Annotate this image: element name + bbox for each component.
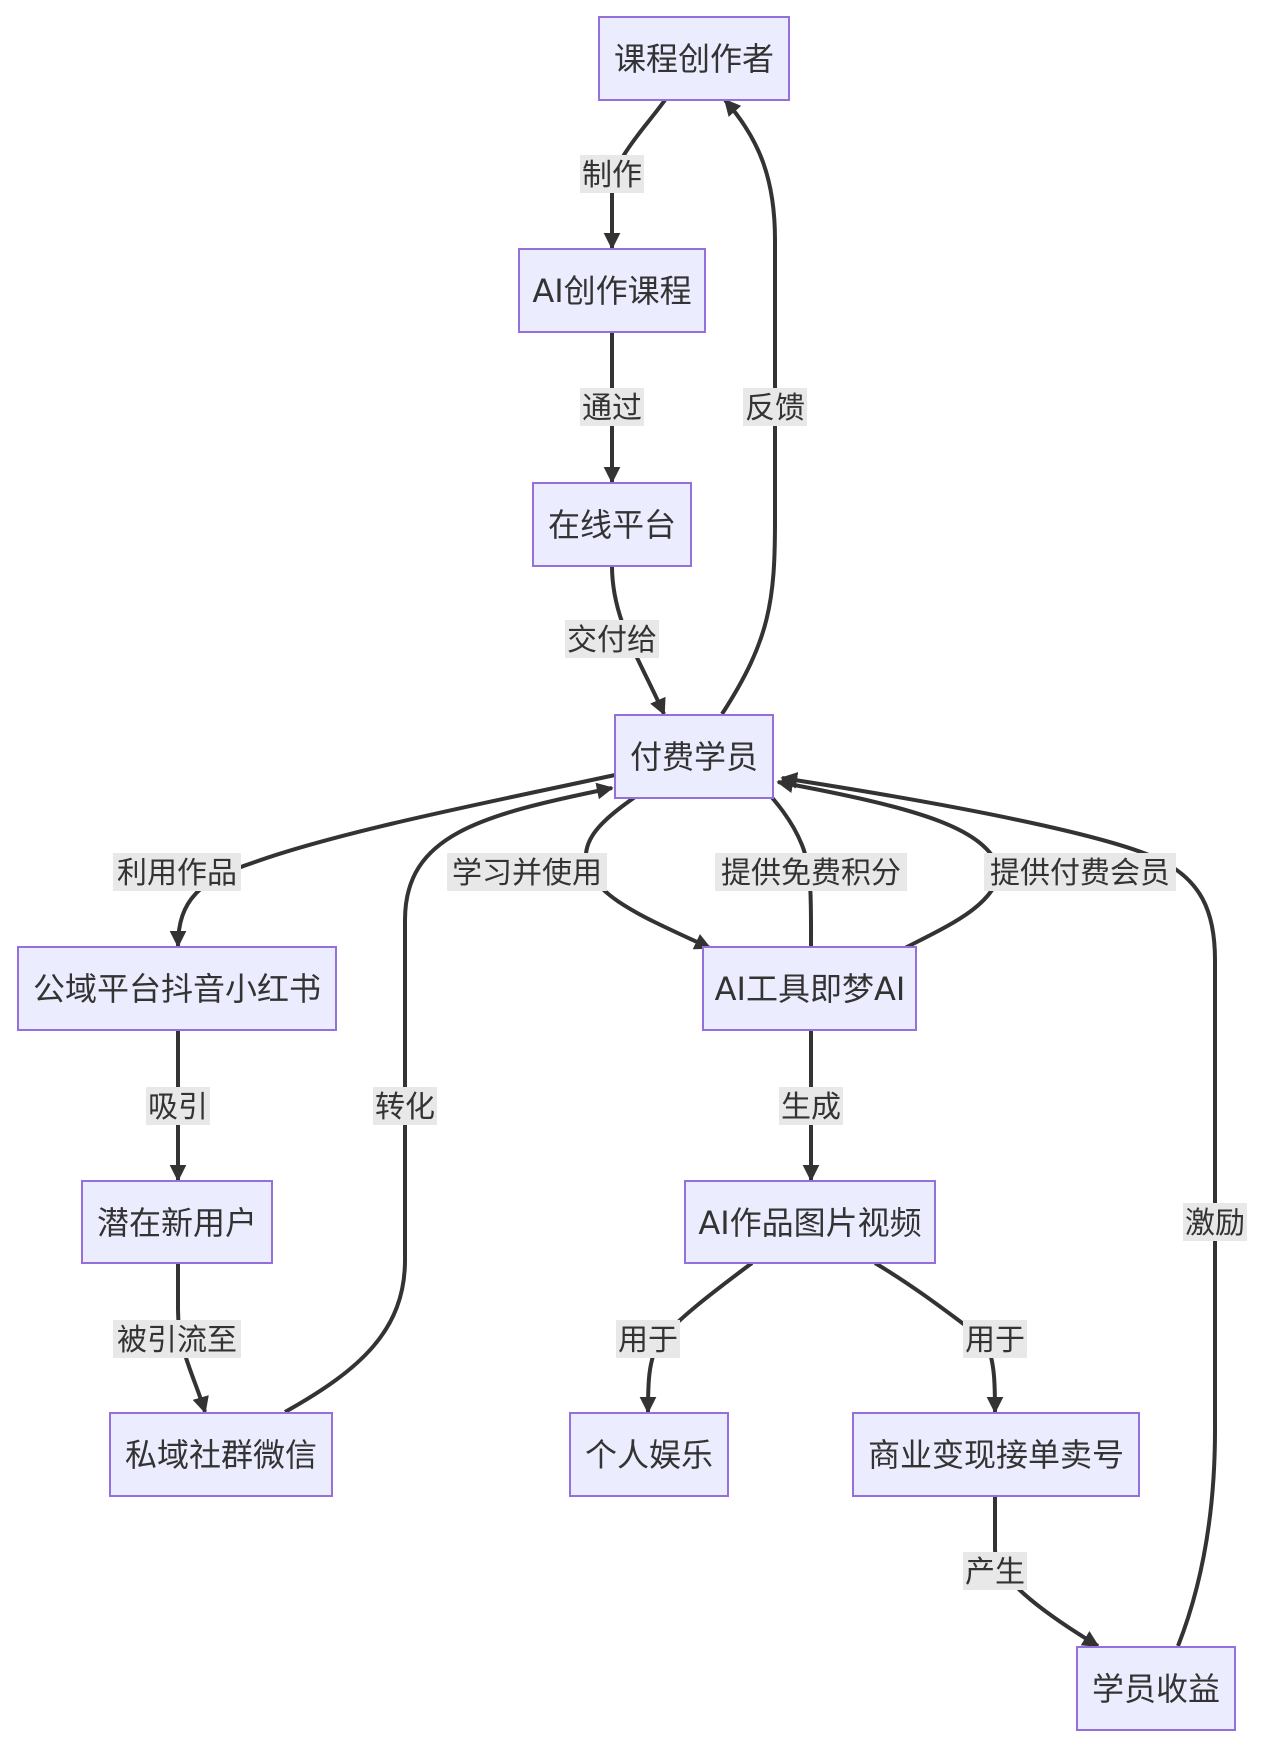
svg-text:个人娱乐: 个人娱乐 [585,1436,713,1474]
label-generate: 生成 [779,1087,843,1125]
edge-convert [284,782,614,1414]
svg-text:学员收益: 学员收益 [1092,1670,1220,1708]
nodes: 课程创作者 AI创作课程 在线平台 付费学员 公域平台抖音小红书 AI工具即梦A… [17,16,1236,1731]
label-diverted: 被引流至 [113,1320,241,1358]
label-make: 制作 [580,155,644,193]
label-deliver: 交付给 [565,620,659,658]
node-student-income[interactable]: 学员收益 [1076,1646,1236,1731]
node-paid-student[interactable]: 付费学员 [614,714,774,799]
svg-text:AI工具即梦AI: AI工具即梦AI [715,970,906,1008]
label-via: 通过 [580,388,644,426]
svg-text:学习并使用: 学习并使用 [452,856,602,891]
node-personal-fun[interactable]: 个人娱乐 [569,1412,729,1497]
svg-text:私域社群微信: 私域社群微信 [125,1436,317,1474]
svg-text:通过: 通过 [582,391,642,426]
svg-text:AI作品图片视频: AI作品图片视频 [698,1204,921,1242]
edge-labels: 制作 通过 交付给 反馈 利用作品 学习并使用 提供免费积分 提供付费会员 [113,155,1247,1590]
svg-text:潜在新用户: 潜在新用户 [97,1204,257,1242]
svg-text:用于: 用于 [618,1323,678,1358]
edge-free-points [756,780,814,949]
node-private-community[interactable]: 私域社群微信 [109,1412,333,1497]
label-incentive: 激励 [1183,1203,1247,1241]
node-course-creator[interactable]: 课程创作者 [598,16,790,101]
svg-text:公域平台抖音小红书: 公域平台抖音小红书 [33,970,321,1008]
node-ai-tool[interactable]: AI工具即梦AI [702,946,917,1031]
label-use-business: 用于 [963,1320,1027,1358]
label-paid-member: 提供付费会员 [984,853,1176,891]
label-use-works: 利用作品 [113,853,241,891]
edge-feedback [720,98,777,716]
label-free-points: 提供免费积分 [715,853,907,891]
svg-text:在线平台: 在线平台 [548,506,676,544]
label-learn-use: 学习并使用 [447,853,607,891]
node-online-platform[interactable]: 在线平台 [532,482,692,567]
node-ai-works[interactable]: AI作品图片视频 [684,1180,936,1264]
svg-text:课程创作者: 课程创作者 [614,40,774,78]
label-convert: 转化 [373,1087,437,1125]
svg-text:制作: 制作 [582,158,642,193]
svg-text:交付给: 交付给 [567,623,657,658]
edge-diverted [176,1263,209,1414]
svg-text:商业变现接单卖号: 商业变现接单卖号 [868,1436,1124,1474]
label-attract: 吸引 [146,1087,210,1125]
label-feedback: 反馈 [743,388,807,426]
label-use-fun: 用于 [616,1320,680,1358]
svg-text:利用作品: 利用作品 [117,856,237,891]
node-ai-course[interactable]: AI创作课程 [518,248,706,333]
node-public-platform[interactable]: 公域平台抖音小红书 [17,946,337,1031]
svg-text:提供免费积分: 提供免费积分 [721,856,901,891]
svg-text:激励: 激励 [1185,1206,1245,1241]
edge-use-works [169,773,616,948]
label-produce: 产生 [963,1552,1027,1590]
node-business[interactable]: 商业变现接单卖号 [852,1412,1140,1497]
svg-text:吸引: 吸引 [148,1090,208,1125]
edge-incentive [780,772,1217,1647]
node-potential-users[interactable]: 潜在新用户 [81,1180,273,1264]
svg-text:产生: 产生 [965,1555,1025,1590]
svg-text:AI创作课程: AI创作课程 [532,272,691,310]
svg-text:反馈: 反馈 [745,391,805,426]
svg-text:生成: 生成 [781,1090,841,1125]
svg-text:提供付费会员: 提供付费会员 [990,856,1170,891]
svg-text:付费学员: 付费学员 [630,738,758,776]
svg-text:转化: 转化 [375,1090,435,1125]
svg-text:用于: 用于 [965,1323,1025,1358]
svg-text:被引流至: 被引流至 [117,1323,237,1358]
